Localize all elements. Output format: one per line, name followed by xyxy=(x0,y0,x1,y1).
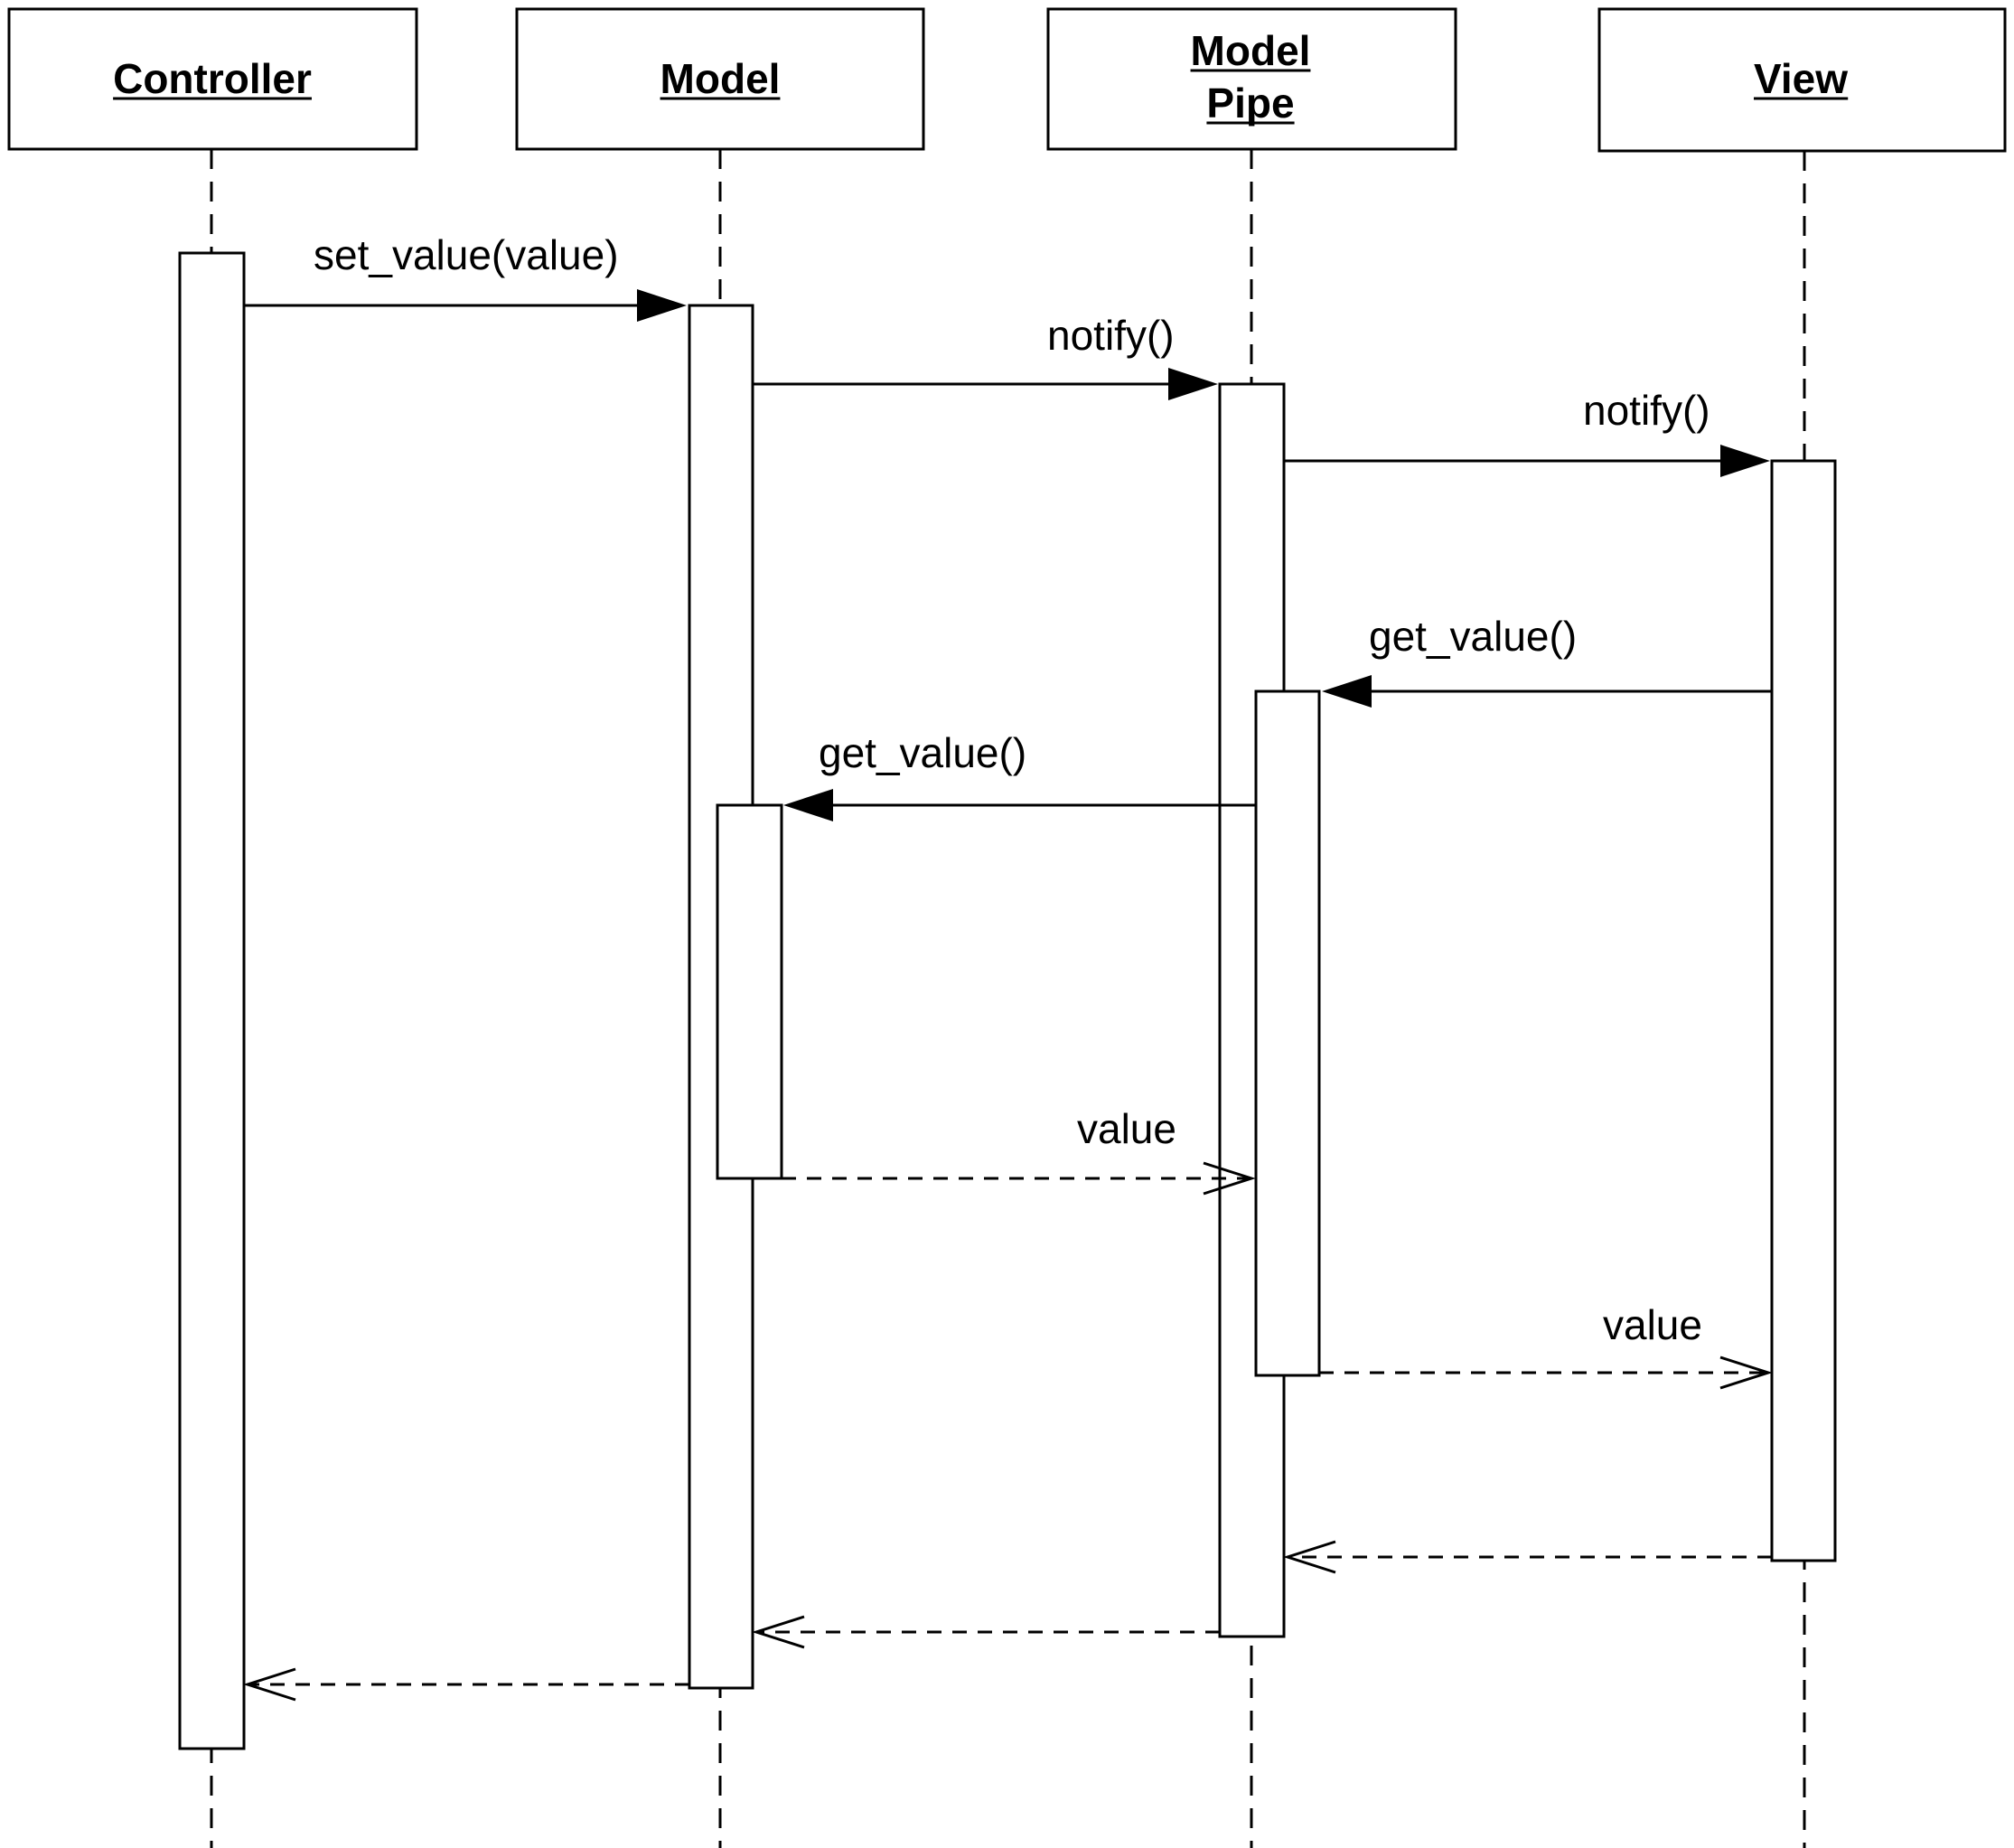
message-get-value-pipe-to-model[interactable]: get_value() xyxy=(783,729,1256,821)
message-label: value xyxy=(1077,1105,1176,1152)
participant-model-label: Model xyxy=(660,55,781,102)
participant-view[interactable]: View xyxy=(1597,7,2007,153)
participant-model-pipe-label-line-1: Model xyxy=(1191,27,1311,74)
message-label: value xyxy=(1603,1301,1702,1348)
messages: set_value(value) notify() notify() get_v… xyxy=(243,231,1773,1702)
message-return-value-model-to-pipe[interactable]: value xyxy=(782,1105,1256,1196)
arrowhead-open-icon xyxy=(1203,1161,1256,1196)
participant-model-pipe[interactable]: Model Pipe xyxy=(1046,7,1457,151)
message-get-value-view-to-pipe[interactable]: get_value() xyxy=(1322,613,1772,708)
arrowhead-solid-icon xyxy=(783,789,833,821)
arrowhead-solid-icon xyxy=(1720,445,1770,477)
message-return-model-to-controller[interactable] xyxy=(243,1667,689,1702)
participant-view-label: View xyxy=(1754,55,1848,102)
message-return-pipe-to-model[interactable] xyxy=(752,1615,1220,1649)
arrowhead-solid-icon xyxy=(1322,675,1372,708)
arrowhead-solid-icon xyxy=(637,289,687,322)
arrowhead-open-icon xyxy=(1719,1356,1773,1390)
message-notify-pipe-to-view[interactable]: notify() xyxy=(1284,387,1770,477)
message-return-view-to-pipe[interactable] xyxy=(1283,1540,1772,1574)
message-set-value[interactable]: set_value(value) xyxy=(244,231,687,322)
message-label: notify() xyxy=(1583,387,1710,434)
arrowhead-solid-icon xyxy=(1168,368,1218,400)
activation-model-nested xyxy=(716,803,783,1180)
participant-model[interactable]: Model xyxy=(515,7,925,151)
message-label: get_value() xyxy=(1369,613,1577,660)
arrowhead-open-icon xyxy=(752,1615,805,1649)
activations xyxy=(178,251,1837,1750)
message-label: set_value(value) xyxy=(314,231,619,278)
activation-model-pipe xyxy=(1218,382,1286,1638)
message-return-value-pipe-to-view[interactable]: value xyxy=(1319,1301,1773,1390)
arrowhead-open-icon xyxy=(243,1667,296,1702)
activation-view xyxy=(1770,459,1837,1562)
participant-model-pipe-label-line-2: Pipe xyxy=(1206,80,1294,127)
message-notify-model-to-pipe[interactable]: notify() xyxy=(753,312,1218,400)
participant-controller-label: Controller xyxy=(113,55,312,102)
lifelines xyxy=(210,149,1806,1848)
activation-controller xyxy=(178,251,246,1750)
participant-controller[interactable]: Controller xyxy=(7,7,418,151)
message-label: notify() xyxy=(1047,312,1175,359)
arrowhead-open-icon xyxy=(1283,1540,1336,1574)
message-label: get_value() xyxy=(819,729,1026,776)
activation-model-pipe-nested xyxy=(1254,689,1321,1377)
